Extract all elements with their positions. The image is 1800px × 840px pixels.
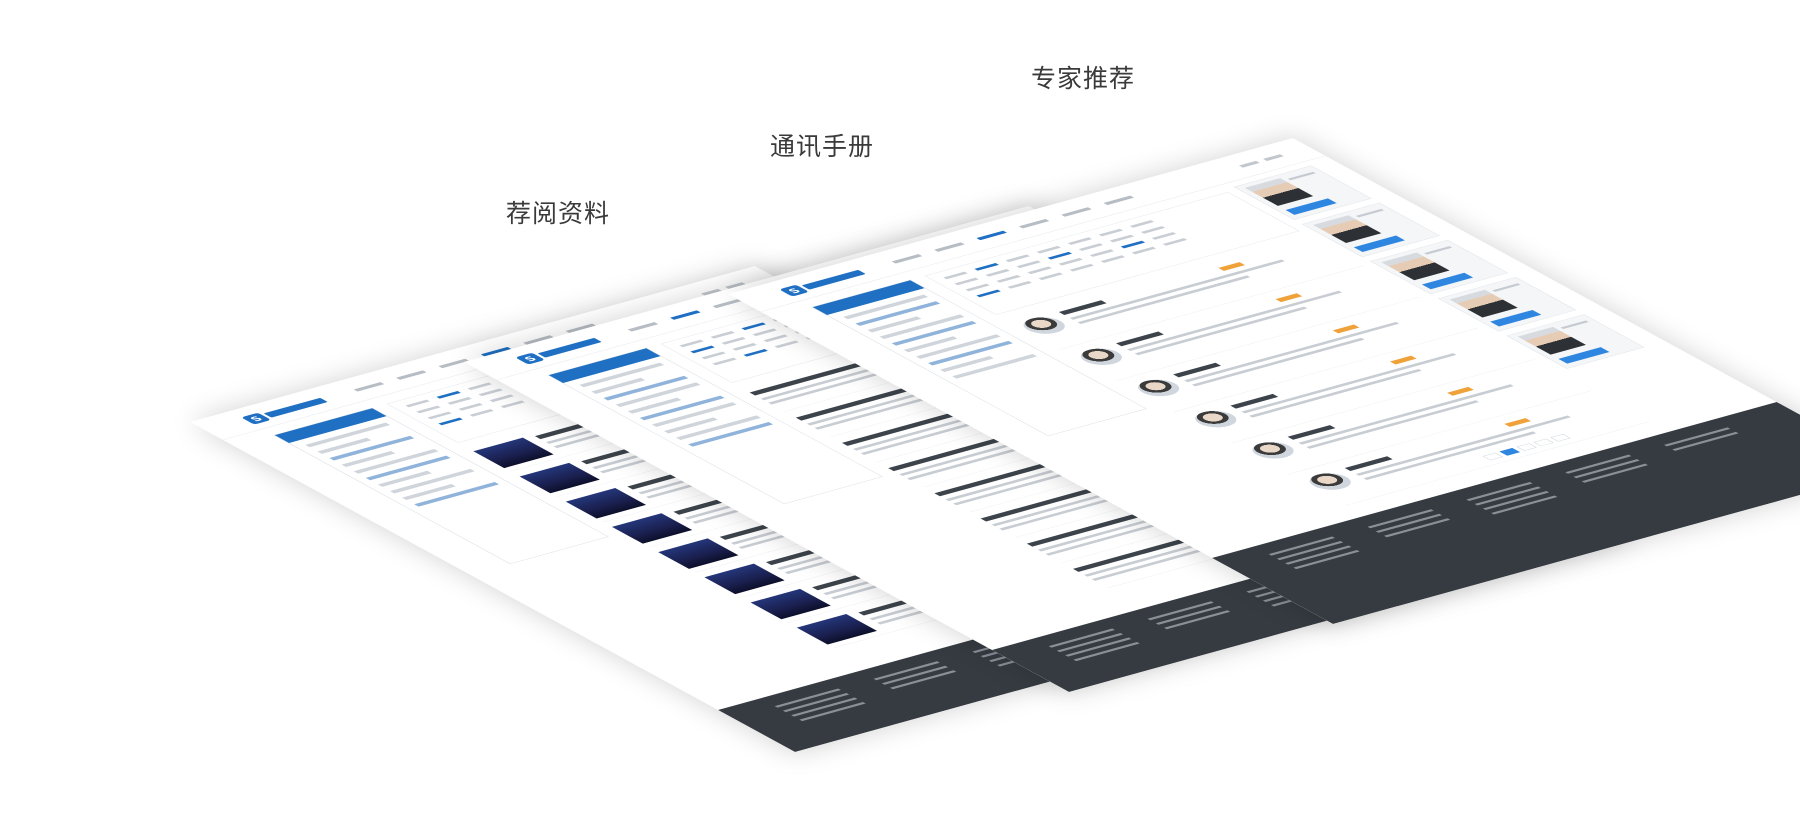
mockup-userlinks <box>1239 154 1284 168</box>
caption-contact-handbook: 通讯手册 <box>770 132 875 161</box>
caption-recommended-materials: 荐阅资料 <box>506 199 611 228</box>
caption-expert-recommendation: 专家推荐 <box>1031 64 1136 93</box>
